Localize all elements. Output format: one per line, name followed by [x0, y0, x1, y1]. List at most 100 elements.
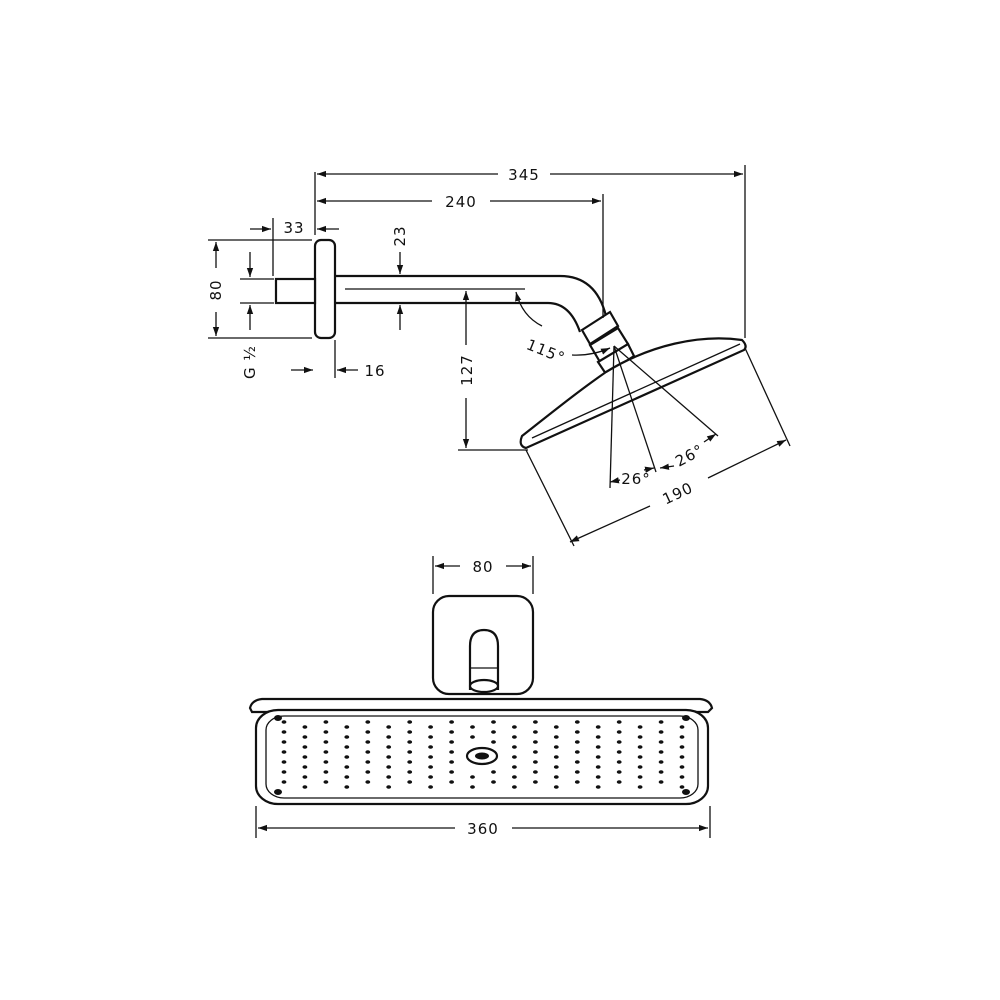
arm-front: [468, 628, 500, 690]
dim-wall-plate-depth: 33: [283, 219, 304, 237]
nozzle-dot: [595, 735, 601, 739]
nozzle-dot: [533, 740, 538, 744]
nozzle-dot: [491, 770, 496, 774]
nozzle-dot: [344, 785, 350, 789]
nozzle-dot: [637, 775, 643, 779]
connector-front: [468, 678, 500, 694]
angle-arc: [571, 347, 611, 356]
nozzle-dot: [616, 720, 622, 724]
nozzle-dot: [616, 750, 622, 754]
swivel-joint: [580, 310, 620, 346]
nozzle-dot: [428, 755, 433, 759]
nozzle-dot: [574, 750, 580, 754]
tilt-axis: [609, 345, 615, 489]
nozzle-dot: [595, 775, 601, 779]
nozzle-dot: [491, 780, 496, 784]
nozzle-dot: [386, 775, 392, 779]
dim-drop-height: 127: [458, 354, 476, 386]
nozzle-dot: [365, 750, 371, 754]
center-nozzle-core: [475, 752, 489, 760]
wall-plate-front: [431, 594, 535, 696]
nozzle-dot: [658, 740, 664, 744]
nozzle-dot: [658, 780, 664, 784]
nozzle-dot: [365, 770, 371, 774]
nozzle-dot: [512, 745, 517, 749]
nozzle-dot: [616, 730, 622, 734]
nozzle-dot: [428, 725, 433, 729]
nozzle-dot: [281, 780, 287, 784]
nozzle-dot: [407, 740, 413, 744]
nozzle-dot: [365, 720, 371, 724]
nozzle-dot: [449, 740, 454, 744]
dim-head-depth: 190: [660, 479, 696, 509]
nozzle-dot: [386, 755, 392, 759]
dim-line: [707, 439, 787, 479]
nozzle-dot: [470, 775, 475, 779]
corner-nozzle: [682, 715, 690, 721]
nozzle-dot: [491, 720, 496, 724]
nozzle-dot: [553, 755, 559, 759]
nozzle-dot: [365, 780, 371, 784]
nozzle-dot: [428, 775, 433, 779]
nozzle-dot: [386, 765, 392, 769]
nozzle-dot: [407, 780, 413, 784]
spray-plate: [265, 715, 699, 799]
nozzle-dot: [302, 745, 308, 749]
dim-angle-arm: 115°: [524, 336, 568, 368]
nozzle-dot: [553, 735, 559, 739]
nozzle-dot: [679, 745, 685, 749]
ext-line: [744, 347, 791, 447]
nozzle-dot: [679, 775, 685, 779]
nozzle-dot: [574, 760, 580, 764]
nozzle-dot: [574, 770, 580, 774]
nozzle-dot: [449, 730, 454, 734]
nozzle-dot: [344, 765, 350, 769]
nozzle-dot: [407, 770, 413, 774]
nozzle-dot: [553, 785, 559, 789]
nozzle-dot: [658, 770, 664, 774]
corner-nozzle: [274, 789, 282, 795]
nozzle-dot: [386, 725, 392, 729]
nozzle-dot: [533, 750, 538, 754]
nozzle-dot: [344, 745, 350, 749]
nozzle-dot: [302, 765, 308, 769]
nozzle-dot: [302, 785, 308, 789]
nozzle-dot: [302, 775, 308, 779]
nozzle-dot: [491, 740, 496, 744]
nozzle-dot: [533, 730, 538, 734]
nozzle-dot: [533, 770, 538, 774]
thread-stub: [274, 277, 317, 305]
nozzle-dot: [533, 720, 538, 724]
nozzle-dot: [323, 720, 329, 724]
nozzle-dot: [512, 775, 517, 779]
nozzle-dot: [449, 720, 454, 724]
nozzle-dot: [637, 735, 643, 739]
nozzle-dot: [344, 755, 350, 759]
nozzle-dot: [470, 735, 475, 739]
nozzle-dot: [637, 745, 643, 749]
nozzle-dot: [616, 760, 622, 764]
dim-total-length: 345: [508, 166, 540, 184]
nozzle-dot: [574, 720, 580, 724]
dim-line: [659, 463, 675, 470]
tilt-axis: [613, 345, 719, 437]
dim-tilt-a: 26°: [621, 470, 651, 488]
nozzle-dot: [407, 720, 413, 724]
nozzle-dot: [679, 725, 685, 729]
nozzle-dot: [302, 725, 308, 729]
nozzle-dot: [428, 735, 433, 739]
front-view: 80 360: [248, 556, 714, 838]
nozzle-dot: [281, 760, 287, 764]
nozzle-dot: [344, 725, 350, 729]
nozzle-dot: [533, 780, 538, 784]
nozzle-dot: [574, 780, 580, 784]
nozzle-dot: [323, 760, 329, 764]
nozzle-dot: [595, 785, 601, 789]
nozzle-dot: [616, 770, 622, 774]
dim-wall-plate-height: 80: [207, 279, 225, 300]
nozzle-dot: [679, 735, 685, 739]
dim-line: [703, 433, 717, 443]
nozzle-dot: [344, 735, 350, 739]
dim-line: [643, 466, 655, 473]
